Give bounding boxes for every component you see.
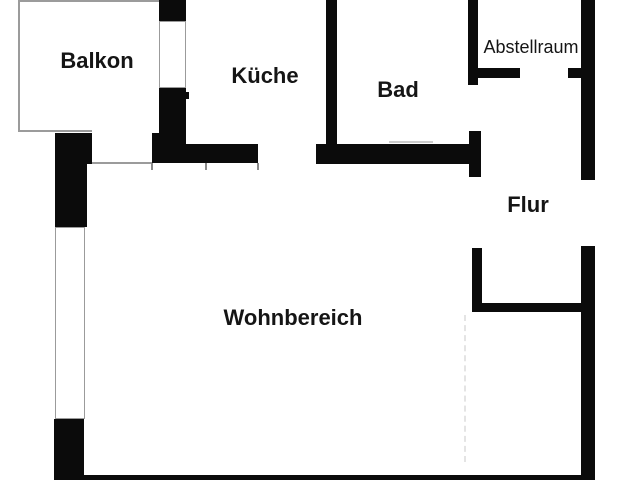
wall-tick-mark [205, 163, 207, 170]
wall-entry-niche-vertical [472, 248, 482, 312]
wall-storage-south-right [568, 68, 582, 78]
wall-storage-south-left [478, 68, 520, 78]
balcony-door-threshold [92, 162, 152, 164]
wall-west-lower [54, 419, 84, 480]
wall-east-upper [581, 0, 595, 180]
wall-tick-mark [151, 163, 153, 170]
wall-tick-mark [257, 163, 259, 170]
wall-south [54, 475, 594, 480]
room-label-kueche: Küche [231, 63, 299, 88]
wall-kitchen-corner [152, 133, 186, 163]
west-window-icon [55, 227, 85, 419]
room-label-abstellraum: Abstellraum [483, 37, 579, 57]
wall-bath-south [316, 144, 470, 164]
wall-entry-niche-horizontal [482, 303, 581, 312]
wall-radiator-nub [185, 92, 189, 99]
faint-room-divider-line [464, 315, 466, 462]
balcony-outline-top [18, 0, 160, 2]
wall-bath-door-cap [469, 131, 481, 177]
room-label-flur: Flur [507, 192, 549, 217]
balcony-outline-bottom [18, 130, 92, 132]
room-label-balkon: Balkon [60, 48, 134, 73]
wall-west-upper [55, 133, 92, 164]
room-label-wohnbereich: Wohnbereich [223, 305, 363, 330]
faint-fixture-mark [389, 141, 433, 143]
wall-balcony-kitchen-top [159, 0, 186, 21]
balcony-window-icon [159, 21, 186, 88]
wall-east-lower [581, 246, 595, 480]
wall-storage-west [468, 0, 478, 85]
wall-kitchen-south [183, 144, 258, 163]
wall-bath-west [326, 0, 337, 144]
balcony-outline-left [18, 0, 20, 132]
room-label-bad: Bad [377, 77, 419, 102]
wall-west-upper-2 [55, 164, 87, 227]
